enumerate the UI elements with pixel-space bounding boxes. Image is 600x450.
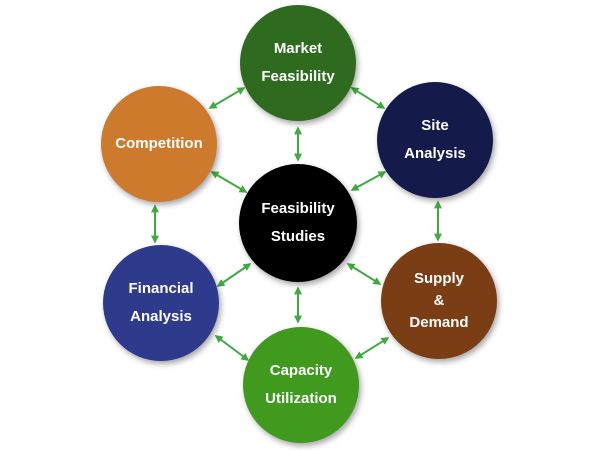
node-label-line: Supply	[413, 270, 464, 287]
center-label-line: Studies	[270, 228, 326, 245]
node-label-line: Utilization	[265, 390, 337, 407]
arrow-supply-capacity	[354, 337, 390, 359]
node-label-line: Analysis	[130, 308, 192, 325]
node-site-analysis: Site Analysis	[377, 82, 493, 198]
node-financial-analysis: Financial Analysis	[103, 245, 219, 361]
center-label-line: Feasibility	[261, 200, 335, 217]
arrow-center-supply	[346, 263, 382, 285]
node-label-line: &	[433, 292, 445, 309]
arrow-market-site	[350, 87, 386, 109]
node-label-line: Feasibility	[261, 68, 335, 85]
node-supply-demand: Supply & Demand	[381, 243, 497, 359]
node-capacity-utilization: Capacity Utilization	[243, 327, 359, 443]
node-label-line: Demand	[409, 314, 469, 331]
node-label-line: Capacity	[269, 362, 333, 379]
node-label-line: Competition	[115, 135, 203, 152]
node-feasibility-studies: Feasibility Studies	[239, 164, 357, 282]
node-label-line: Site	[421, 117, 449, 134]
arrow-center-site	[350, 171, 387, 191]
node-label-line: Financial	[128, 280, 194, 297]
node-market-feasibility: Market Feasibility	[240, 5, 356, 121]
node-label-line: Market	[273, 40, 323, 57]
arrow-competition-market	[208, 87, 246, 109]
node-competition: Competition	[101, 86, 217, 202]
arrow-center-competition	[210, 171, 248, 193]
node-label-line: Analysis	[404, 145, 466, 162]
arrow-center-financial	[216, 263, 252, 287]
arrow-capacity-financial	[214, 335, 250, 361]
